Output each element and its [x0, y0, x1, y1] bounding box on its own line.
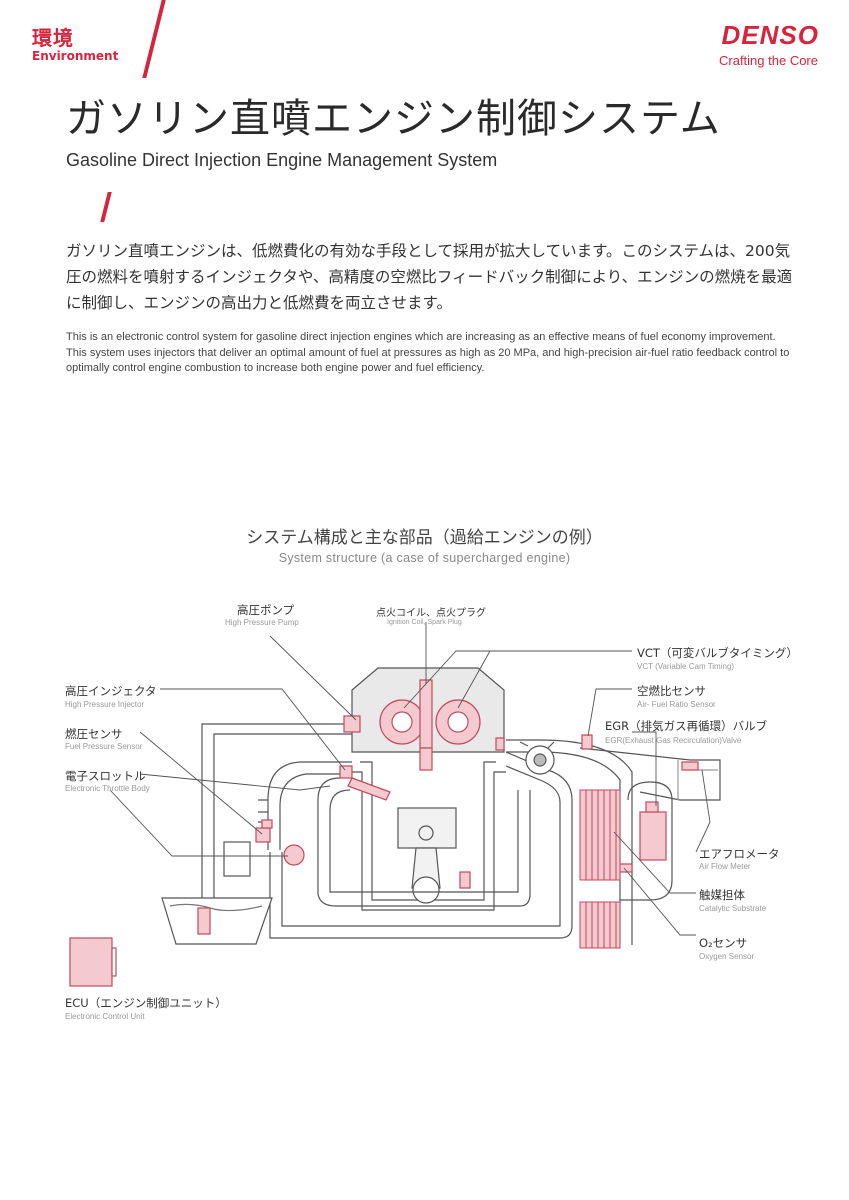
page-title-jp: ガソリン直噴エンジン制御システム [66, 96, 721, 142]
af-sensor [581, 734, 593, 750]
air-flow-meter [681, 761, 699, 771]
fuel-pressure-sensor-2 [261, 819, 273, 829]
high-pressure-injector-body [339, 765, 353, 779]
label-ecu: ECU（エンジン制御ユニット） [65, 996, 227, 1010]
intake-manifold [267, 761, 352, 850]
catalytic-substrate [579, 789, 621, 949]
spark-plug [419, 747, 433, 771]
label-high-pressure-injector: 高圧インジェクタ [65, 684, 157, 698]
label-o2-sensor: O₂センサ [699, 936, 748, 950]
page-title-en: Gasoline Direct Injection Engine Managem… [66, 150, 498, 170]
label-catalytic: 触媒担体 [699, 888, 745, 902]
label-ignition-coil: 点火コイル、点火プラグ [376, 608, 486, 619]
air-pipe [269, 751, 573, 939]
fuel-pump [197, 907, 211, 935]
ecu-box [69, 937, 113, 987]
vct-actuator [495, 737, 505, 751]
air-inlet-pipe [579, 747, 721, 801]
label-high-pressure-pump-en: High Pressure Pump [225, 618, 299, 627]
category-label-jp: 環境 [32, 26, 74, 50]
label-catalytic-en: Catalytic Substrate [699, 904, 767, 913]
label-fuel-pressure-sensor: 燃圧センサ [65, 727, 123, 741]
label-egr-valve: EGR（排気ガス再循環）バルブ [605, 719, 768, 733]
fuel-pressure-sensor [255, 827, 271, 843]
label-ecu-en: Electronic Control Unit [65, 1012, 145, 1021]
label-af-sensor: 空燃比センサ [637, 684, 706, 698]
label-vct: VCT（可変バルブタイミング） [637, 646, 798, 660]
diagram-title-jp: システム構成と主な部品（過給エンジンの例） [246, 528, 603, 548]
egr-valve-top [645, 801, 659, 813]
intro-text-en: This is an electronic control system for… [66, 331, 790, 374]
diagram-title-en: System structure (a case of supercharged… [278, 551, 571, 565]
label-throttle-en: Electronic Throttle Body [65, 784, 150, 793]
connecting-rod [411, 847, 441, 889]
category-label-en: Environment [32, 49, 119, 63]
turbocharger [519, 741, 555, 775]
label-ignition-coil-en: Ignition Coil, Spark Plug [387, 619, 462, 626]
label-o2-sensor-en: Oxygen Sensor [699, 952, 755, 961]
label-af-sensor-en: Air- Fuel Ratio Sensor [637, 700, 716, 709]
leader-lines [109, 622, 711, 936]
label-high-pressure-pump: 高圧ポンプ [237, 603, 295, 617]
intro-text-jp: ガソリン直噴エンジンは、低燃費化の有効な手段として採用が拡大しています。このシス… [66, 242, 793, 312]
brand-tagline: Crafting the Core [719, 53, 818, 68]
coolant-fitting [459, 871, 471, 889]
electronic-throttle [283, 844, 305, 866]
label-air-flow-meter-en: Air Flow Meter [699, 862, 751, 871]
label-throttle: 電子スロットル [65, 769, 146, 783]
brand-logo: DENSO [721, 20, 819, 50]
high-pressure-injector [347, 777, 391, 801]
egr-valve-body [639, 811, 667, 861]
high-pressure-pump [343, 715, 361, 733]
ignition-coil [419, 679, 433, 749]
label-fuel-pressure-sensor-en: Fuel Pressure Sensor [65, 742, 143, 751]
label-air-flow-meter: エアフロメータ [699, 847, 780, 861]
piston [397, 807, 457, 849]
fuel-filter [223, 841, 251, 877]
label-egr-valve-en: EGR(Exhaust Gas Recirculation)Valve [605, 736, 742, 745]
label-vct-en: VCT (Variable Cam Timing) [637, 662, 735, 671]
label-high-pressure-injector-en: High Pressure Injector [65, 700, 145, 709]
fuel-pipe [201, 723, 352, 918]
